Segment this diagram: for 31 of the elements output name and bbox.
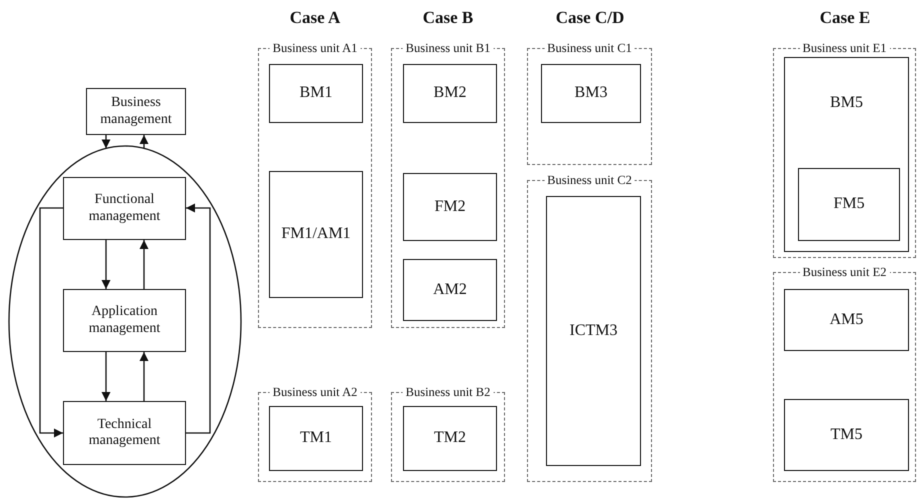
- process-box: Application management: [63, 289, 186, 352]
- arrow: [101, 240, 111, 289]
- process-box: BM2: [403, 64, 497, 123]
- case-title: Case E: [820, 8, 870, 28]
- process-box: FM5: [798, 168, 900, 241]
- process-box: BM1: [269, 64, 363, 123]
- arrow: [139, 135, 149, 148]
- arrow: [139, 352, 149, 401]
- process-box: AM2: [403, 259, 497, 321]
- process-box: TM2: [403, 406, 497, 471]
- arrow: [39, 207, 63, 438]
- process-box: FM2: [403, 173, 497, 241]
- process-box: Technical management: [63, 401, 186, 465]
- process-box: ICTM3: [546, 196, 641, 466]
- process-box: TM5: [784, 399, 909, 471]
- process-box: TM1: [269, 406, 363, 471]
- arrow: [186, 203, 211, 434]
- arrow: [101, 135, 111, 148]
- case-title: Case B: [422, 8, 474, 28]
- process-box: [784, 57, 909, 252]
- process-box: AM5: [784, 289, 909, 351]
- process-box: Functional management: [63, 177, 186, 240]
- process-box: FM1/AM1: [269, 171, 363, 298]
- process-box: BM3: [541, 64, 641, 123]
- ellipse-frame: [8, 145, 242, 498]
- process-box: Business management: [86, 88, 186, 135]
- arrow: [101, 352, 111, 401]
- case-title: Case A: [290, 8, 340, 28]
- box-label: BM5: [829, 94, 864, 112]
- arrow: [139, 240, 149, 289]
- case-title: Case C/D: [556, 8, 624, 28]
